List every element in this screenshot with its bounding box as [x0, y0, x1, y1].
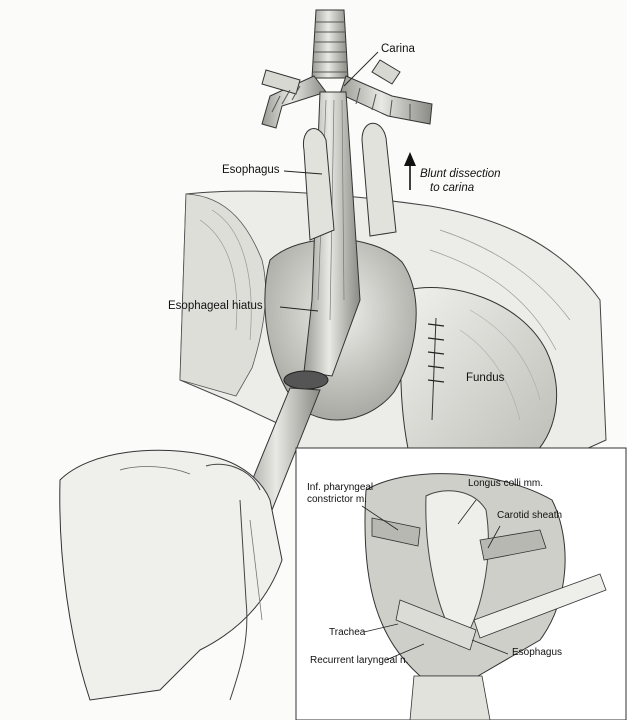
- label-esophagus: Esophagus: [222, 164, 280, 176]
- trachea-drawing: [261, 9, 433, 129]
- hand-drawing: [59, 449, 283, 701]
- inset-label-inf-pharyngeal-line2: constrictor m.: [307, 494, 368, 505]
- inset-label-esophagus: Esophagus: [512, 647, 563, 658]
- fundus-drawing: [400, 287, 558, 467]
- leader-lines: [279, 51, 379, 312]
- label-fundus: Fundus: [466, 372, 505, 384]
- inset-label-trachea: Trachea: [329, 627, 366, 638]
- esophagus-drawing: [239, 91, 417, 521]
- inset-label-recurrent-laryngeal: Recurrent laryngeal n.: [310, 655, 409, 666]
- inset-panel: [295, 447, 627, 720]
- inset-label-longus-colli: Longus colli mm.: [468, 478, 544, 489]
- label-blunt-dissection-line2: to carina: [430, 182, 475, 194]
- inset-label-carotid-sheath: Carotid sheath: [497, 510, 563, 521]
- label-carina: Carina: [381, 43, 415, 55]
- label-blunt-dissection-line1: Blunt dissection: [420, 168, 501, 180]
- inset-label-inf-pharyngeal-line1: Inf. pharyngeal: [307, 482, 374, 493]
- upward-arrow: [404, 152, 416, 190]
- label-esophageal-hiatus: Esophageal hiatus: [168, 300, 263, 312]
